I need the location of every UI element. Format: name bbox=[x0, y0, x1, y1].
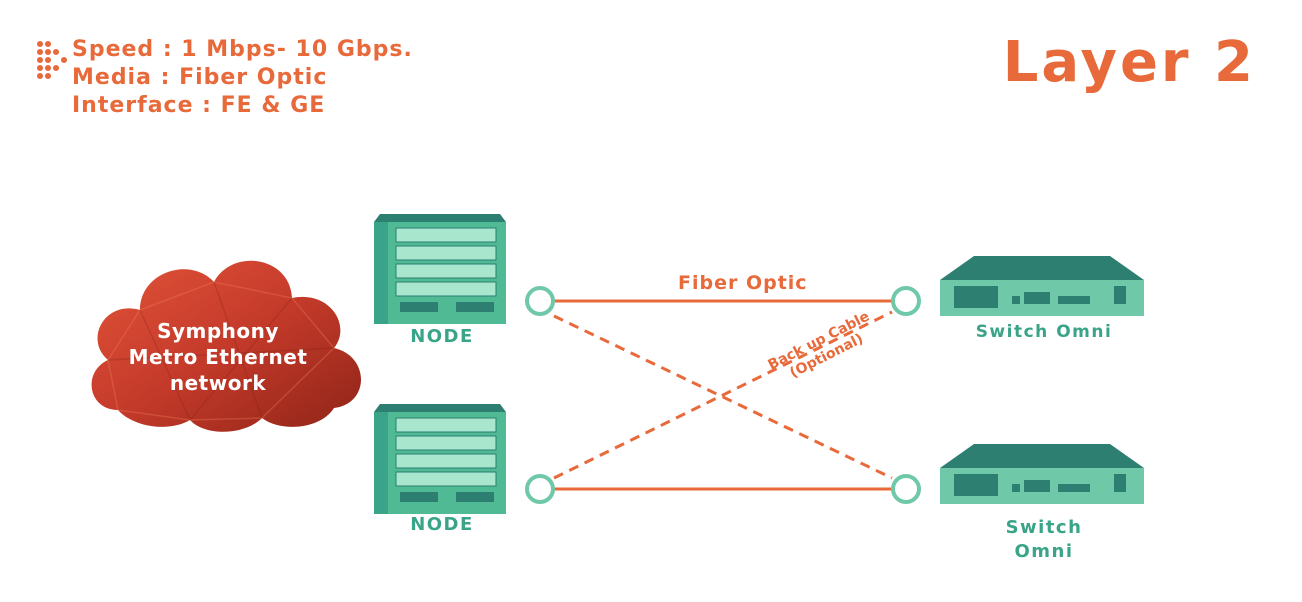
switch-icon bbox=[940, 444, 1144, 504]
switch-label-top: Switch Omni bbox=[975, 322, 1113, 342]
link-lines bbox=[553, 299, 893, 491]
cloud-label-line: Symphony bbox=[157, 319, 279, 343]
switch-label-bottom: Switch Omni bbox=[962, 516, 1126, 564]
port-circles bbox=[525, 286, 921, 504]
backup-link-down bbox=[553, 314, 893, 480]
cloud-label-line: Metro Ethernet bbox=[128, 345, 308, 369]
port-circle bbox=[891, 474, 921, 504]
node-rack-icon bbox=[374, 214, 506, 324]
spec-speed: Speed : 1 Mbps- 10 Gbps. bbox=[72, 37, 413, 62]
cloud-label-line: network bbox=[169, 371, 267, 395]
switch-label-line: Switch bbox=[1005, 517, 1083, 538]
spec-interface: Interface : FE & GE bbox=[72, 93, 326, 118]
node-rack-icon bbox=[374, 404, 506, 514]
port-circle bbox=[525, 474, 555, 504]
page-title: Layer 2 bbox=[1002, 30, 1256, 95]
backup-link-up bbox=[553, 310, 893, 480]
cloud-label: Symphony Metro Ethernet network bbox=[118, 318, 318, 396]
switch-label-line: Omni bbox=[1014, 541, 1074, 562]
cloud-network-icon bbox=[91, 260, 361, 432]
spec-media: Media : Fiber Optic bbox=[72, 65, 328, 90]
dot-grid-icon bbox=[37, 41, 67, 79]
port-circle bbox=[891, 286, 921, 316]
switch-icon bbox=[940, 256, 1144, 316]
node-label-bottom: NODE bbox=[410, 514, 474, 535]
specs-list: Speed : 1 Mbps- 10 Gbps. Media : Fiber O… bbox=[72, 36, 413, 120]
fiber-optic-label: Fiber Optic bbox=[678, 272, 808, 294]
node-label-top: NODE bbox=[410, 326, 474, 347]
port-circle bbox=[525, 286, 555, 316]
